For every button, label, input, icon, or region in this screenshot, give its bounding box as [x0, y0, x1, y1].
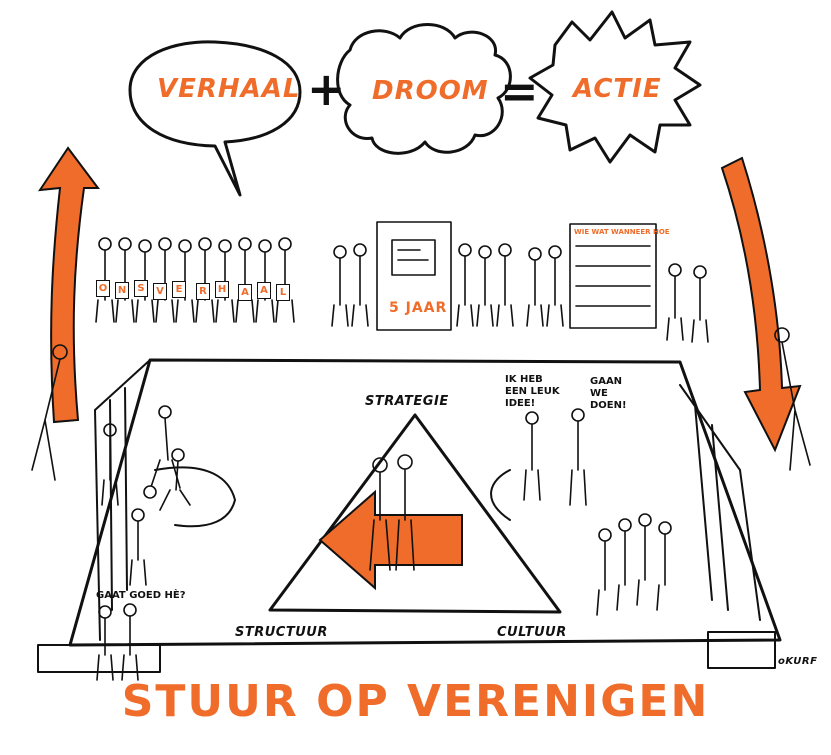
field-right-goal — [679, 384, 761, 621]
plus-sign: + — [307, 62, 346, 116]
story-letter: E — [172, 281, 186, 298]
idea-speech: IK HEB EEN LEUK IDEE! — [505, 374, 560, 409]
poster-text: 5 JAAR — [389, 300, 448, 316]
board-header: WIE WAT WANNEER HOE — [574, 228, 670, 236]
field-left-box — [154, 466, 236, 528]
story-letter: H — [215, 281, 229, 298]
structure-label: STRUCTUUR — [235, 625, 328, 640]
field-right-box — [490, 469, 511, 521]
story-letter: N — [115, 282, 129, 299]
artist-signature: oKURF — [778, 656, 818, 667]
story-letter: R — [196, 283, 210, 300]
action-burst — [528, 10, 702, 164]
strategy-triangle — [268, 413, 562, 614]
people-row-middle — [331, 221, 709, 343]
field-bench-left — [37, 644, 161, 673]
story-label: VERHAAL — [157, 74, 301, 104]
reply-speech: GAAN WE DOEN! — [590, 376, 627, 411]
story-letter: S — [134, 280, 148, 297]
handshake-speech: GAAT GOED HÈ? — [96, 590, 186, 601]
culture-label: CULTUUR — [497, 625, 567, 640]
equals-sign: = — [500, 64, 539, 118]
story-letter: O — [96, 280, 110, 297]
triangle-arrow — [318, 489, 463, 591]
poster-board — [376, 221, 452, 331]
planning-board — [569, 223, 657, 329]
sports-field-outline — [68, 358, 782, 647]
page-title: STUUR OP VERENIGEN — [121, 676, 710, 727]
dream-cloud — [336, 23, 512, 155]
story-speech-bubble — [128, 40, 302, 197]
story-letter: L — [276, 284, 290, 301]
strategy-label: STRATEGIE — [365, 394, 449, 409]
dream-label: DROOM — [372, 76, 489, 106]
left-loop-arrow — [37, 146, 100, 424]
right-loop-arrow — [720, 156, 802, 453]
story-letter: A — [238, 284, 252, 301]
players — [31, 327, 811, 681]
field-bench-right — [707, 631, 776, 669]
field-left-goal — [94, 359, 151, 641]
story-letter: V — [153, 283, 167, 300]
story-letter: A — [257, 282, 271, 299]
people-row-left — [95, 237, 295, 323]
action-label: ACTIE — [573, 74, 662, 104]
